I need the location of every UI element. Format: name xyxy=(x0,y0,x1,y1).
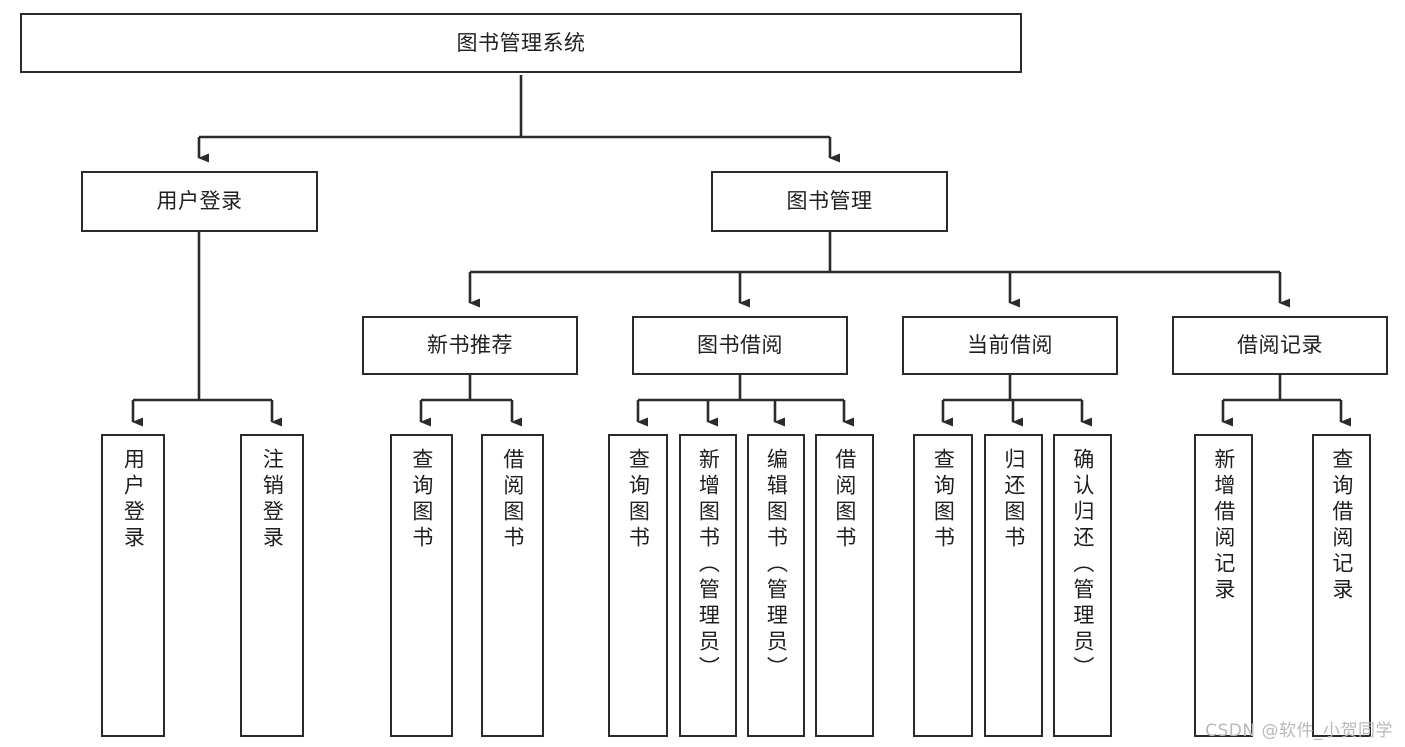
node-leaf-add-borrow-record[interactable]: 新增借阅记录 xyxy=(1194,434,1253,737)
node-book-borrow-label: 图书借阅 xyxy=(697,333,783,358)
node-current-borrow[interactable]: 当前借阅 xyxy=(902,316,1118,375)
node-leaf-confirm-return-admin-label: 确认归还（管理员） xyxy=(1070,448,1095,682)
node-leaf-query-book-1-label: 查询图书 xyxy=(409,448,434,552)
watermark-text: CSDN @软件_小贺同学 xyxy=(1205,721,1393,741)
edges-current-to-leaves xyxy=(941,375,1092,427)
node-book-borrow[interactable]: 图书借阅 xyxy=(632,316,848,375)
edges-records-to-leaves xyxy=(1221,375,1351,427)
node-leaf-query-book-2-label: 查询图书 xyxy=(626,448,651,552)
node-leaf-edit-book-admin[interactable]: 编辑图书（管理员） xyxy=(747,434,805,737)
node-leaf-borrow-book-2[interactable]: 借阅图书 xyxy=(815,434,874,737)
node-leaf-user-login[interactable]: 用户登录 xyxy=(101,434,165,737)
node-leaf-add-book-admin[interactable]: 新增图书（管理员） xyxy=(679,434,737,737)
node-current-borrow-label: 当前借阅 xyxy=(967,333,1053,358)
node-leaf-borrow-book-1-label: 借阅图书 xyxy=(500,448,525,552)
node-leaf-query-book-3-label: 查询图书 xyxy=(931,448,956,552)
node-leaf-logout[interactable]: 注销登录 xyxy=(240,434,304,737)
edges-borrow-to-leaves xyxy=(636,375,854,427)
edges-login-to-leaves xyxy=(131,232,282,427)
node-leaf-return-book[interactable]: 归还图书 xyxy=(984,434,1043,737)
node-leaf-add-borrow-record-label: 新增借阅记录 xyxy=(1211,448,1236,604)
node-leaf-user-login-label: 用户登录 xyxy=(121,448,146,552)
node-leaf-query-borrow-record-label: 查询借阅记录 xyxy=(1329,448,1354,604)
node-leaf-edit-book-admin-label: 编辑图书（管理员） xyxy=(764,448,789,682)
node-leaf-query-book-1[interactable]: 查询图书 xyxy=(390,434,453,737)
edges-root-to-level1 xyxy=(197,75,840,163)
node-leaf-query-book-2[interactable]: 查询图书 xyxy=(608,434,668,737)
node-borrow-records[interactable]: 借阅记录 xyxy=(1172,316,1388,375)
node-root[interactable]: 图书管理系统 xyxy=(20,13,1022,73)
node-leaf-borrow-book-1[interactable]: 借阅图书 xyxy=(481,434,544,737)
edges-newbook-to-leaves xyxy=(419,375,522,427)
node-root-label: 图书管理系统 xyxy=(456,30,586,55)
node-book-management[interactable]: 图书管理 xyxy=(711,171,948,232)
node-user-login-label: 用户登录 xyxy=(156,189,243,214)
node-leaf-query-book-3[interactable]: 查询图书 xyxy=(913,434,973,737)
node-leaf-query-borrow-record[interactable]: 查询借阅记录 xyxy=(1312,434,1371,737)
node-new-book-recommend-label: 新书推荐 xyxy=(427,333,513,358)
node-leaf-add-book-admin-label: 新增图书（管理员） xyxy=(696,448,721,682)
node-leaf-return-book-label: 归还图书 xyxy=(1001,448,1026,552)
node-new-book-recommend[interactable]: 新书推荐 xyxy=(362,316,578,375)
node-book-management-label: 图书管理 xyxy=(786,189,873,214)
node-borrow-records-label: 借阅记录 xyxy=(1237,333,1323,358)
node-leaf-confirm-return-admin[interactable]: 确认归还（管理员） xyxy=(1053,434,1112,737)
node-leaf-borrow-book-2-label: 借阅图书 xyxy=(832,448,857,552)
node-user-login[interactable]: 用户登录 xyxy=(81,171,318,232)
edges-bookmgmt-to-level2 xyxy=(468,232,1290,308)
node-leaf-logout-label: 注销登录 xyxy=(260,448,285,552)
